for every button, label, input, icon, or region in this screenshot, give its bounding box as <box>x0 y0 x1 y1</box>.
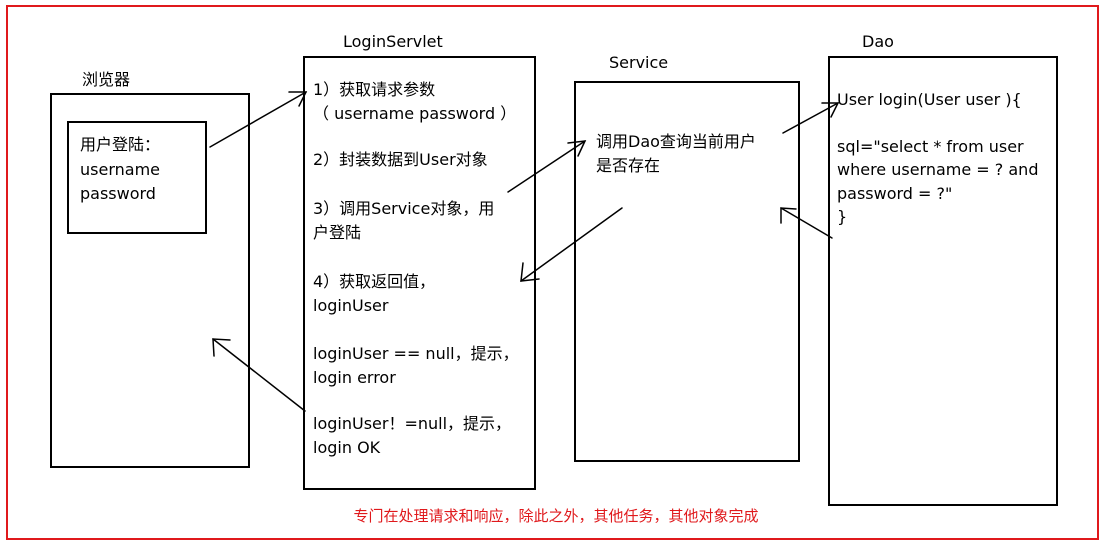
login-form-password: password <box>80 184 156 203</box>
arrow-service-to-servlet <box>520 207 623 282</box>
dao-line-4: where username = ? and <box>837 160 1039 179</box>
arrow-browser-to-servlet <box>209 91 308 148</box>
servlet-null-line-1: loginUser == null，提示， <box>313 344 519 363</box>
servlet-ok-line-1: loginUser！=null，提示， <box>313 414 512 433</box>
arrow-servlet-to-service <box>507 140 587 193</box>
login-form-username: username <box>80 160 160 179</box>
servlet-step-3-line-1: 3）调用Service对象，用 <box>313 199 495 218</box>
service-box <box>574 81 800 462</box>
service-line-1: 调用Dao查询当前用户 <box>596 132 756 151</box>
browser-title: 浏览器 <box>82 70 131 89</box>
dao-line-3: sql="select * from user <box>837 137 1024 156</box>
dao-line-5: password = ?" <box>837 184 953 203</box>
arrow-servlet-to-browser <box>212 338 306 412</box>
diagram-frame <box>6 5 1099 540</box>
servlet-step-4-line-1: 4）获取返回值， <box>313 272 436 291</box>
service-line-2: 是否存在 <box>596 156 661 175</box>
servlet-title: LoginServlet <box>343 32 443 51</box>
diagram-caption: 专门在处理请求和响应，除此之外，其他任务，其他对象完成 <box>353 507 759 525</box>
servlet-step-1-line-1: 1）获取请求参数 <box>313 80 436 99</box>
servlet-step-1-line-2: （ username password ） <box>313 104 517 123</box>
arrow-dao-to-service <box>780 207 833 239</box>
servlet-step-4-line-2: loginUser <box>313 296 389 315</box>
servlet-step-3-line-2: 户登陆 <box>313 223 362 242</box>
dao-line-1: User login(User user ){ <box>837 90 1022 109</box>
dao-line-6: } <box>837 207 848 226</box>
dao-box <box>828 56 1058 506</box>
service-title: Service <box>609 53 669 72</box>
login-form-title: 用户登陆： <box>80 135 161 154</box>
login-form-box <box>67 121 207 234</box>
servlet-ok-line-2: login OK <box>313 438 381 457</box>
dao-title: Dao <box>862 32 894 51</box>
servlet-step-2: 2）封装数据到User对象 <box>313 150 488 169</box>
arrow-service-to-dao <box>782 102 840 134</box>
servlet-null-line-2: login error <box>313 368 396 387</box>
servlet-box <box>303 56 536 490</box>
